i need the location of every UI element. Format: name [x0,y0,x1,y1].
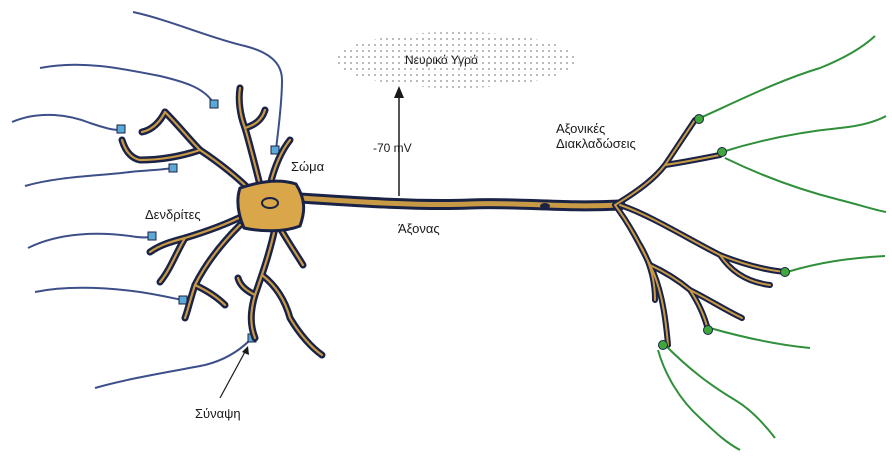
axon-terminals-label-line2: Διακλαδώσεις [556,136,636,151]
axon [300,198,620,209]
nucleus [262,198,278,208]
axon-terminal-branches [615,120,785,345]
soma [238,181,304,231]
soma-label: Σώμα [291,159,324,174]
axon-terminals-label: Αξονικές Διακλαδώσεις [556,121,636,151]
extracellular-fluid-label: Νευρικό Υγρό [405,53,478,68]
membrane-potential-label: -70 mV [373,141,412,156]
synapse-label: Σύναψη [195,406,241,421]
axon-label: Άξονας [398,221,440,236]
dendrites-label: Δενδρίτες [145,207,201,222]
axon-terminals-label-line1: Αξονικές [556,121,636,136]
